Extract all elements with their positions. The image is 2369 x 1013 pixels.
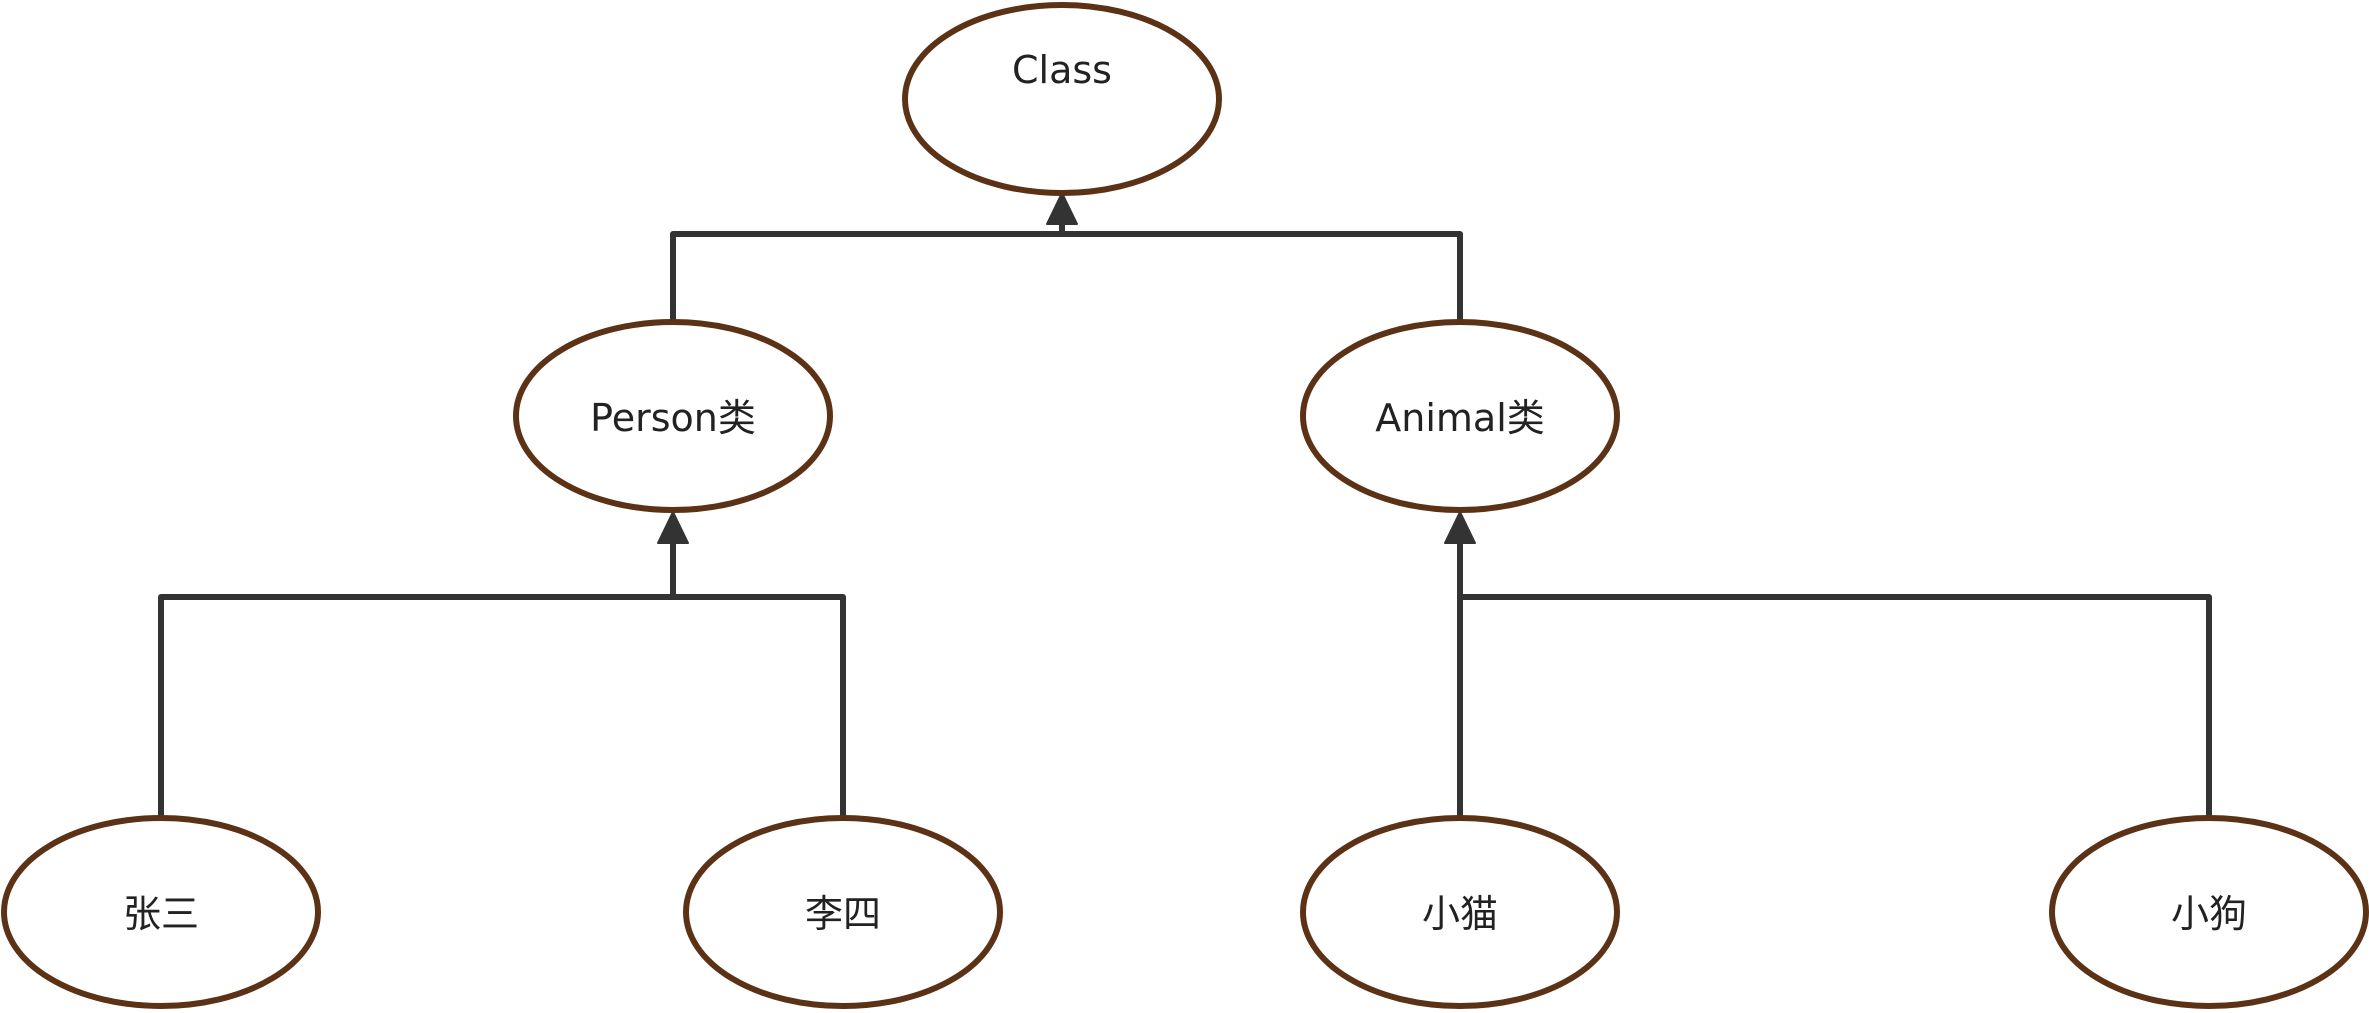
node-class-shape xyxy=(902,2,1222,196)
node-dog-shape xyxy=(2049,815,2369,1009)
node-zhangsan-label: 张三 xyxy=(123,892,199,936)
node-class: Class xyxy=(902,2,1222,196)
node-animal-shape xyxy=(1300,319,1620,513)
node-dog-label: 小狗 xyxy=(2171,892,2247,936)
node-zhangsan: 张三 xyxy=(1,815,321,1009)
edge-zhangsan-to-person xyxy=(158,537,676,819)
edge-animal-to-class xyxy=(1059,231,1463,323)
node-lisi-label: 李四 xyxy=(805,892,881,936)
node-cat: 小猫 xyxy=(1300,815,1620,1009)
arrowhead-person xyxy=(657,511,689,544)
node-cat-shape xyxy=(1300,815,1620,1009)
edge-lisi-to-person xyxy=(670,594,846,819)
node-person-label: Person类 xyxy=(590,396,756,440)
node-lisi-shape xyxy=(683,815,1003,1009)
edge-dog-to-animal xyxy=(1457,594,2212,819)
node-animal: Animal类 xyxy=(1300,319,1620,513)
node-class-label: Class xyxy=(1012,48,1112,92)
node-dog: 小狗 xyxy=(2049,815,2369,1009)
node-zhangsan-shape xyxy=(1,815,321,1009)
node-person: Person类 xyxy=(513,319,833,513)
node-person-shape xyxy=(513,319,833,513)
node-animal-label: Animal类 xyxy=(1375,396,1545,440)
arrowhead-class xyxy=(1046,192,1078,225)
edge-person-to-class xyxy=(670,207,1065,323)
node-cat-label: 小猫 xyxy=(1422,892,1498,936)
node-lisi: 李四 xyxy=(683,815,1003,1009)
arrowhead-animal xyxy=(1444,511,1476,544)
